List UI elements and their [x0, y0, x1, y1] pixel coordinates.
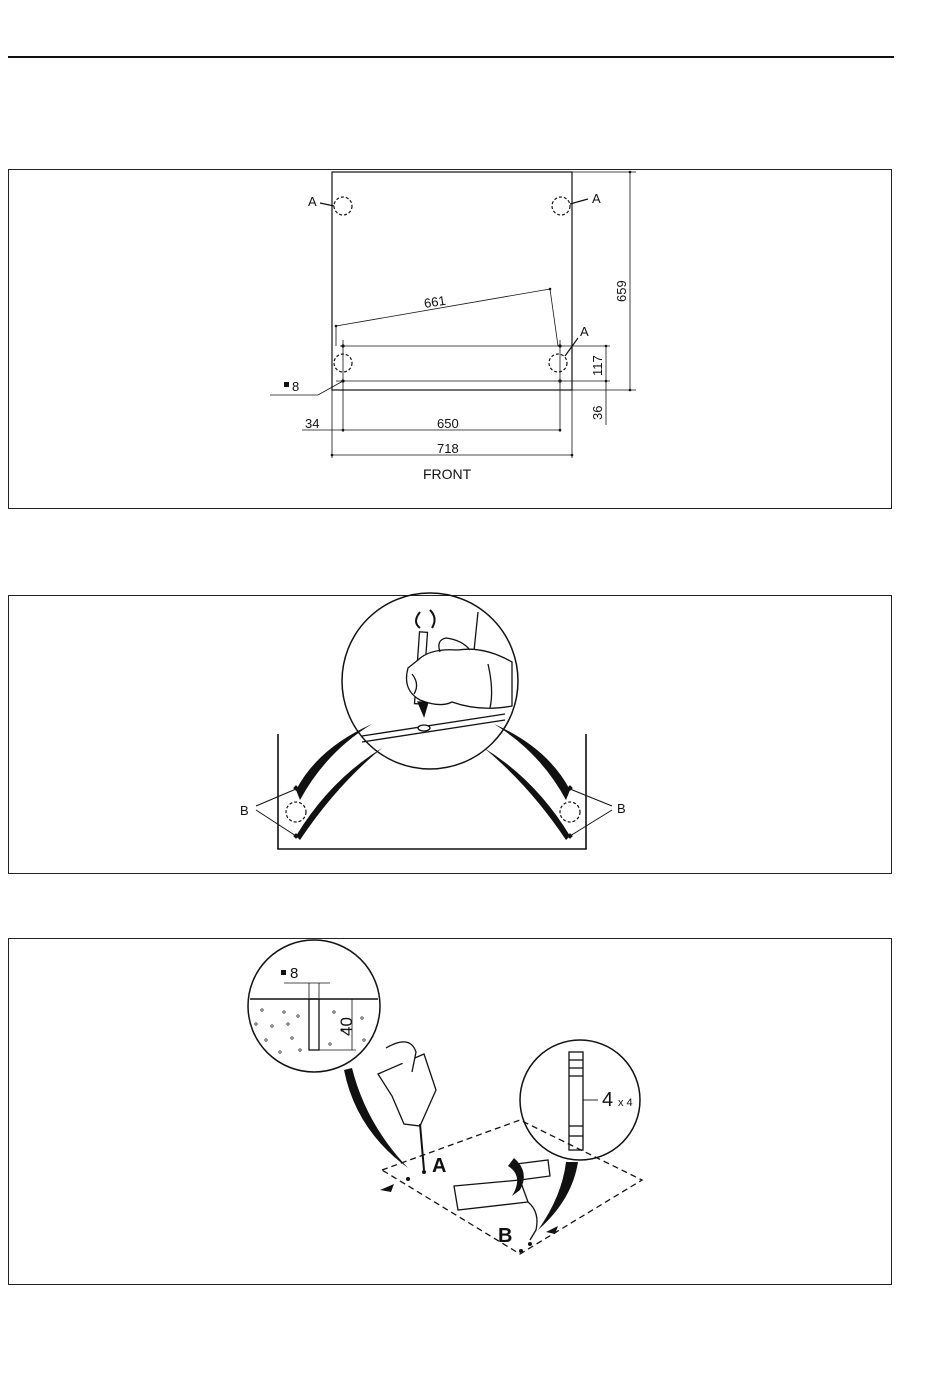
dimension-661: 661: [423, 293, 447, 311]
dimension-36: 36: [590, 406, 605, 420]
foot-circle-rear-left: [334, 197, 352, 215]
foot-circle-rear-right: [552, 197, 570, 215]
step-b-label: B: [498, 1225, 512, 1247]
floor-layout-dots: [284, 171, 631, 457]
anchor-quantity: 4: [602, 1089, 613, 1111]
hole-diameter-label: 8: [290, 965, 298, 982]
foot-circle-left: [286, 802, 306, 822]
unit-footprint: [332, 172, 572, 390]
step-a-label: A: [432, 1155, 446, 1177]
anchor-bolt: [569, 1052, 583, 1150]
drilling-diagram: [248, 940, 642, 1254]
label-b-left: B: [240, 803, 249, 818]
dimension-659: 659: [614, 280, 629, 302]
label-a-rear-left: A: [308, 194, 317, 209]
label-b-right: B: [617, 801, 626, 816]
unit-outline: [278, 734, 586, 849]
front-label: FRONT: [423, 466, 472, 482]
marking-diagram: [256, 593, 612, 849]
dimension-hole-8: 8: [292, 379, 299, 394]
dimension-117: 117: [590, 355, 605, 376]
anchor-multiplier: x 4: [618, 1097, 633, 1109]
hole-depth-label: 40: [337, 1017, 356, 1036]
dimension-650: 650: [437, 416, 459, 431]
hand-pencil-illustration: [362, 610, 512, 742]
dimension-718: 718: [437, 441, 459, 456]
foot-circle-front-right: [549, 354, 567, 372]
dimension-34: 34: [305, 416, 319, 431]
drilling-arrows: [281, 970, 578, 1253]
drill-hole: [309, 999, 319, 1050]
marking-arrows: [293, 724, 573, 840]
label-a-rear-right: A: [592, 191, 601, 206]
label-a-front-right: A: [580, 324, 589, 339]
foot-circle-right: [560, 802, 580, 822]
hole-detail-circle: [248, 940, 380, 1072]
